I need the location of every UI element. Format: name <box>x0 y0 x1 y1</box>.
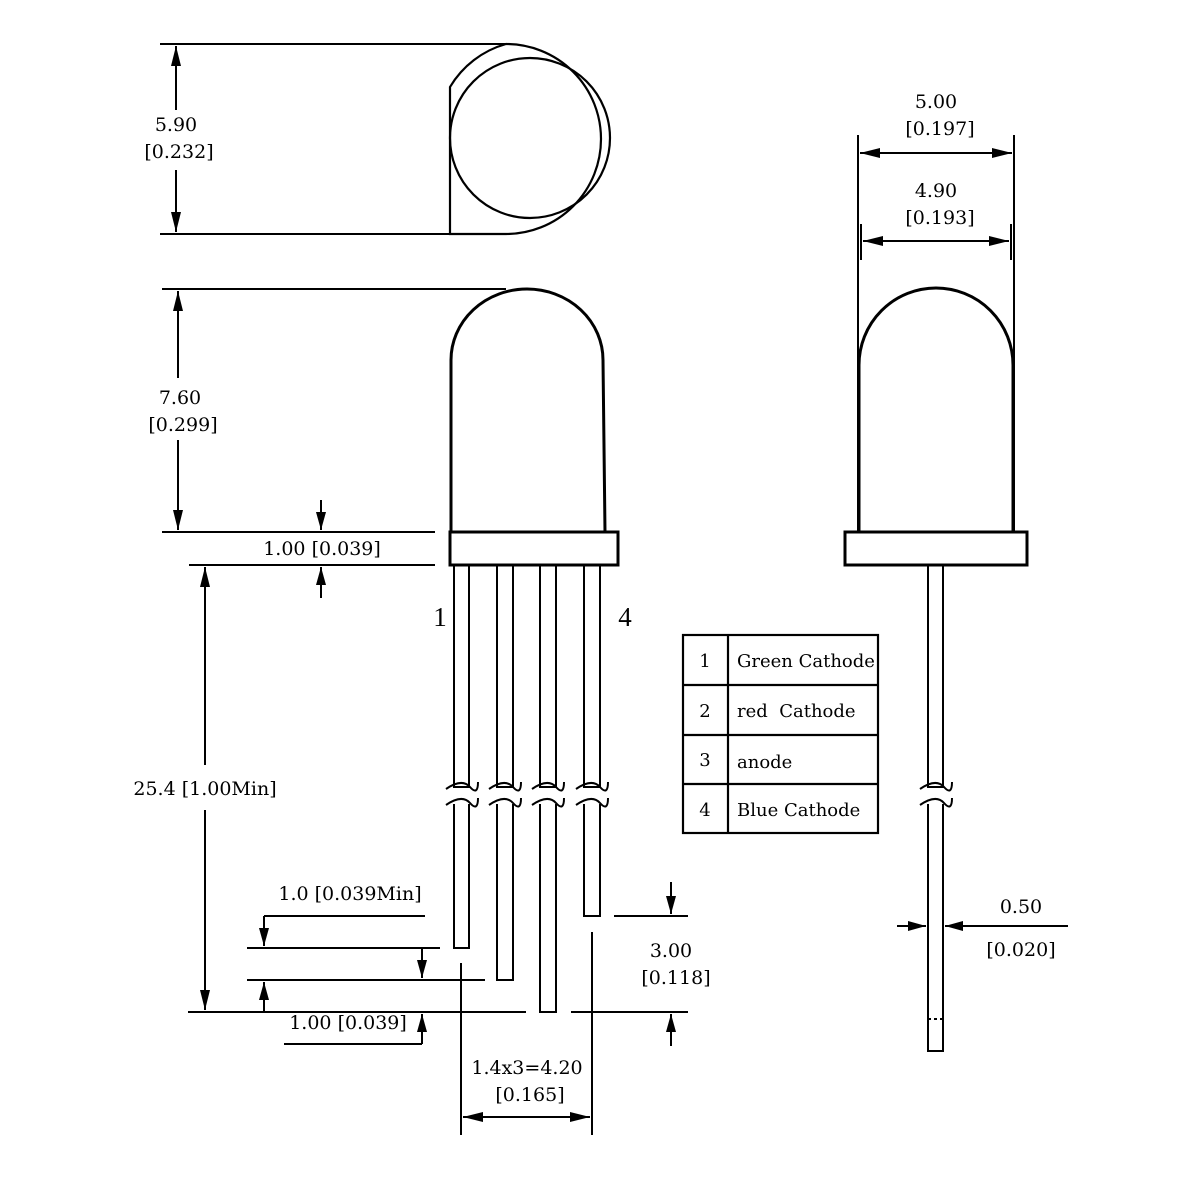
arrow-down-icon <box>316 512 326 530</box>
arrow-down-icon <box>666 896 676 914</box>
lead-break-mark <box>575 781 609 808</box>
top-height-mm-label: 5.90 <box>155 114 197 136</box>
arrow-right-icon <box>908 921 926 931</box>
arrow-up-icon <box>173 291 183 311</box>
pin-table-number: 2 <box>699 701 710 722</box>
arrow-left-icon <box>945 921 963 931</box>
flange-upper-label: 1.00 [0.039] <box>263 538 381 560</box>
pitch-inch-label: [0.165] <box>495 1084 564 1106</box>
pin-table-description: anode <box>737 752 792 773</box>
arrow-up-icon <box>259 982 269 1000</box>
arrow-left-icon <box>863 236 883 246</box>
arrow-down-icon <box>173 510 183 530</box>
arrow-up-icon <box>417 1014 427 1032</box>
dome-height-mm-label: 7.60 <box>159 387 201 409</box>
pin-table-number: 1 <box>699 651 710 672</box>
pin-table-number: 3 <box>699 750 710 771</box>
lead-step-mm-label: 3.00 <box>650 940 692 962</box>
side-view-dome-body <box>857 286 1015 532</box>
side-view-flange <box>843 530 1029 567</box>
pin-table-description: red Cathode <box>737 701 856 722</box>
lead-break-mark <box>445 781 479 808</box>
top-view: 5.90 [0.232] <box>144 42 612 236</box>
top-height-inch-label: [0.232] <box>144 141 213 163</box>
lead-width-mm-label: 0.50 <box>1000 896 1042 918</box>
arrow-right-icon <box>989 236 1009 246</box>
lead-1-upper <box>453 564 470 788</box>
body-diameter-inch-label: [0.193] <box>905 207 974 229</box>
pin-table-description: Green Cathode <box>737 651 875 672</box>
arrow-down-icon <box>200 990 210 1010</box>
arrow-right-icon <box>992 148 1012 158</box>
lead-length-label: 25.4 [1.00Min] <box>133 778 276 800</box>
flange-lower-label: 1.00 [0.039] <box>289 1012 407 1034</box>
arrow-up-icon <box>200 567 210 587</box>
arrow-left-icon <box>860 148 880 158</box>
pin-label-first: 1 <box>433 602 447 632</box>
body-diameter-mm-label: 4.90 <box>915 180 957 202</box>
arrow-up-icon <box>666 1014 676 1032</box>
outer-diameter-mm-label: 5.00 <box>915 91 957 113</box>
lead-break-mark <box>488 781 522 808</box>
pitch-mm-label: 1.4x3=4.20 <box>471 1057 582 1079</box>
led-dome-body <box>449 287 607 533</box>
arrow-down-icon <box>171 212 181 232</box>
side-view-lead-lower <box>927 804 944 1052</box>
lead-break-mark <box>531 781 565 808</box>
pin-table-number: 4 <box>699 800 710 821</box>
lead-4-lower <box>583 804 601 917</box>
lead-1-lower <box>453 804 470 949</box>
pin-table-description: Blue Cathode <box>737 800 860 821</box>
arrow-right-icon <box>570 1112 590 1122</box>
arrow-up-icon <box>316 567 326 585</box>
arrow-up-icon <box>171 46 181 66</box>
front-view: 1 4 7.60 [0.299] 1.00 [0.039] 25.4 [1.00… <box>133 287 711 1135</box>
arrow-down-icon <box>417 960 427 978</box>
pin-table: 1 Green Cathode 2 red Cathode 3 anode 4 … <box>681 633 880 835</box>
dome-height-inch-label: [0.299] <box>148 414 217 436</box>
side-view: 5.00 [0.197] 4.90 [0.193] 0.50 [0.020] <box>843 91 1068 1052</box>
top-view-lens-circle <box>448 56 612 220</box>
lead-width-inch-label: [0.020] <box>986 939 1055 961</box>
top-view-flange-outline <box>448 42 603 236</box>
lead-2-lower <box>496 804 514 981</box>
lead-break-mark <box>919 781 953 808</box>
lead-2-upper <box>496 564 514 788</box>
arrow-left-icon <box>463 1112 483 1122</box>
lead-step-inch-label: [0.118] <box>641 967 710 989</box>
led-flange <box>448 530 620 567</box>
side-view-lead-upper <box>927 564 944 788</box>
lead-3-upper <box>539 564 557 788</box>
arrow-down-icon <box>259 928 269 946</box>
lead-3-lower <box>539 804 557 1013</box>
lead-4-upper <box>583 564 601 788</box>
pin-label-last: 4 <box>618 602 632 632</box>
outer-diameter-inch-label: [0.197] <box>905 118 974 140</box>
lead-offset-label: 1.0 [0.039Min] <box>278 883 421 905</box>
